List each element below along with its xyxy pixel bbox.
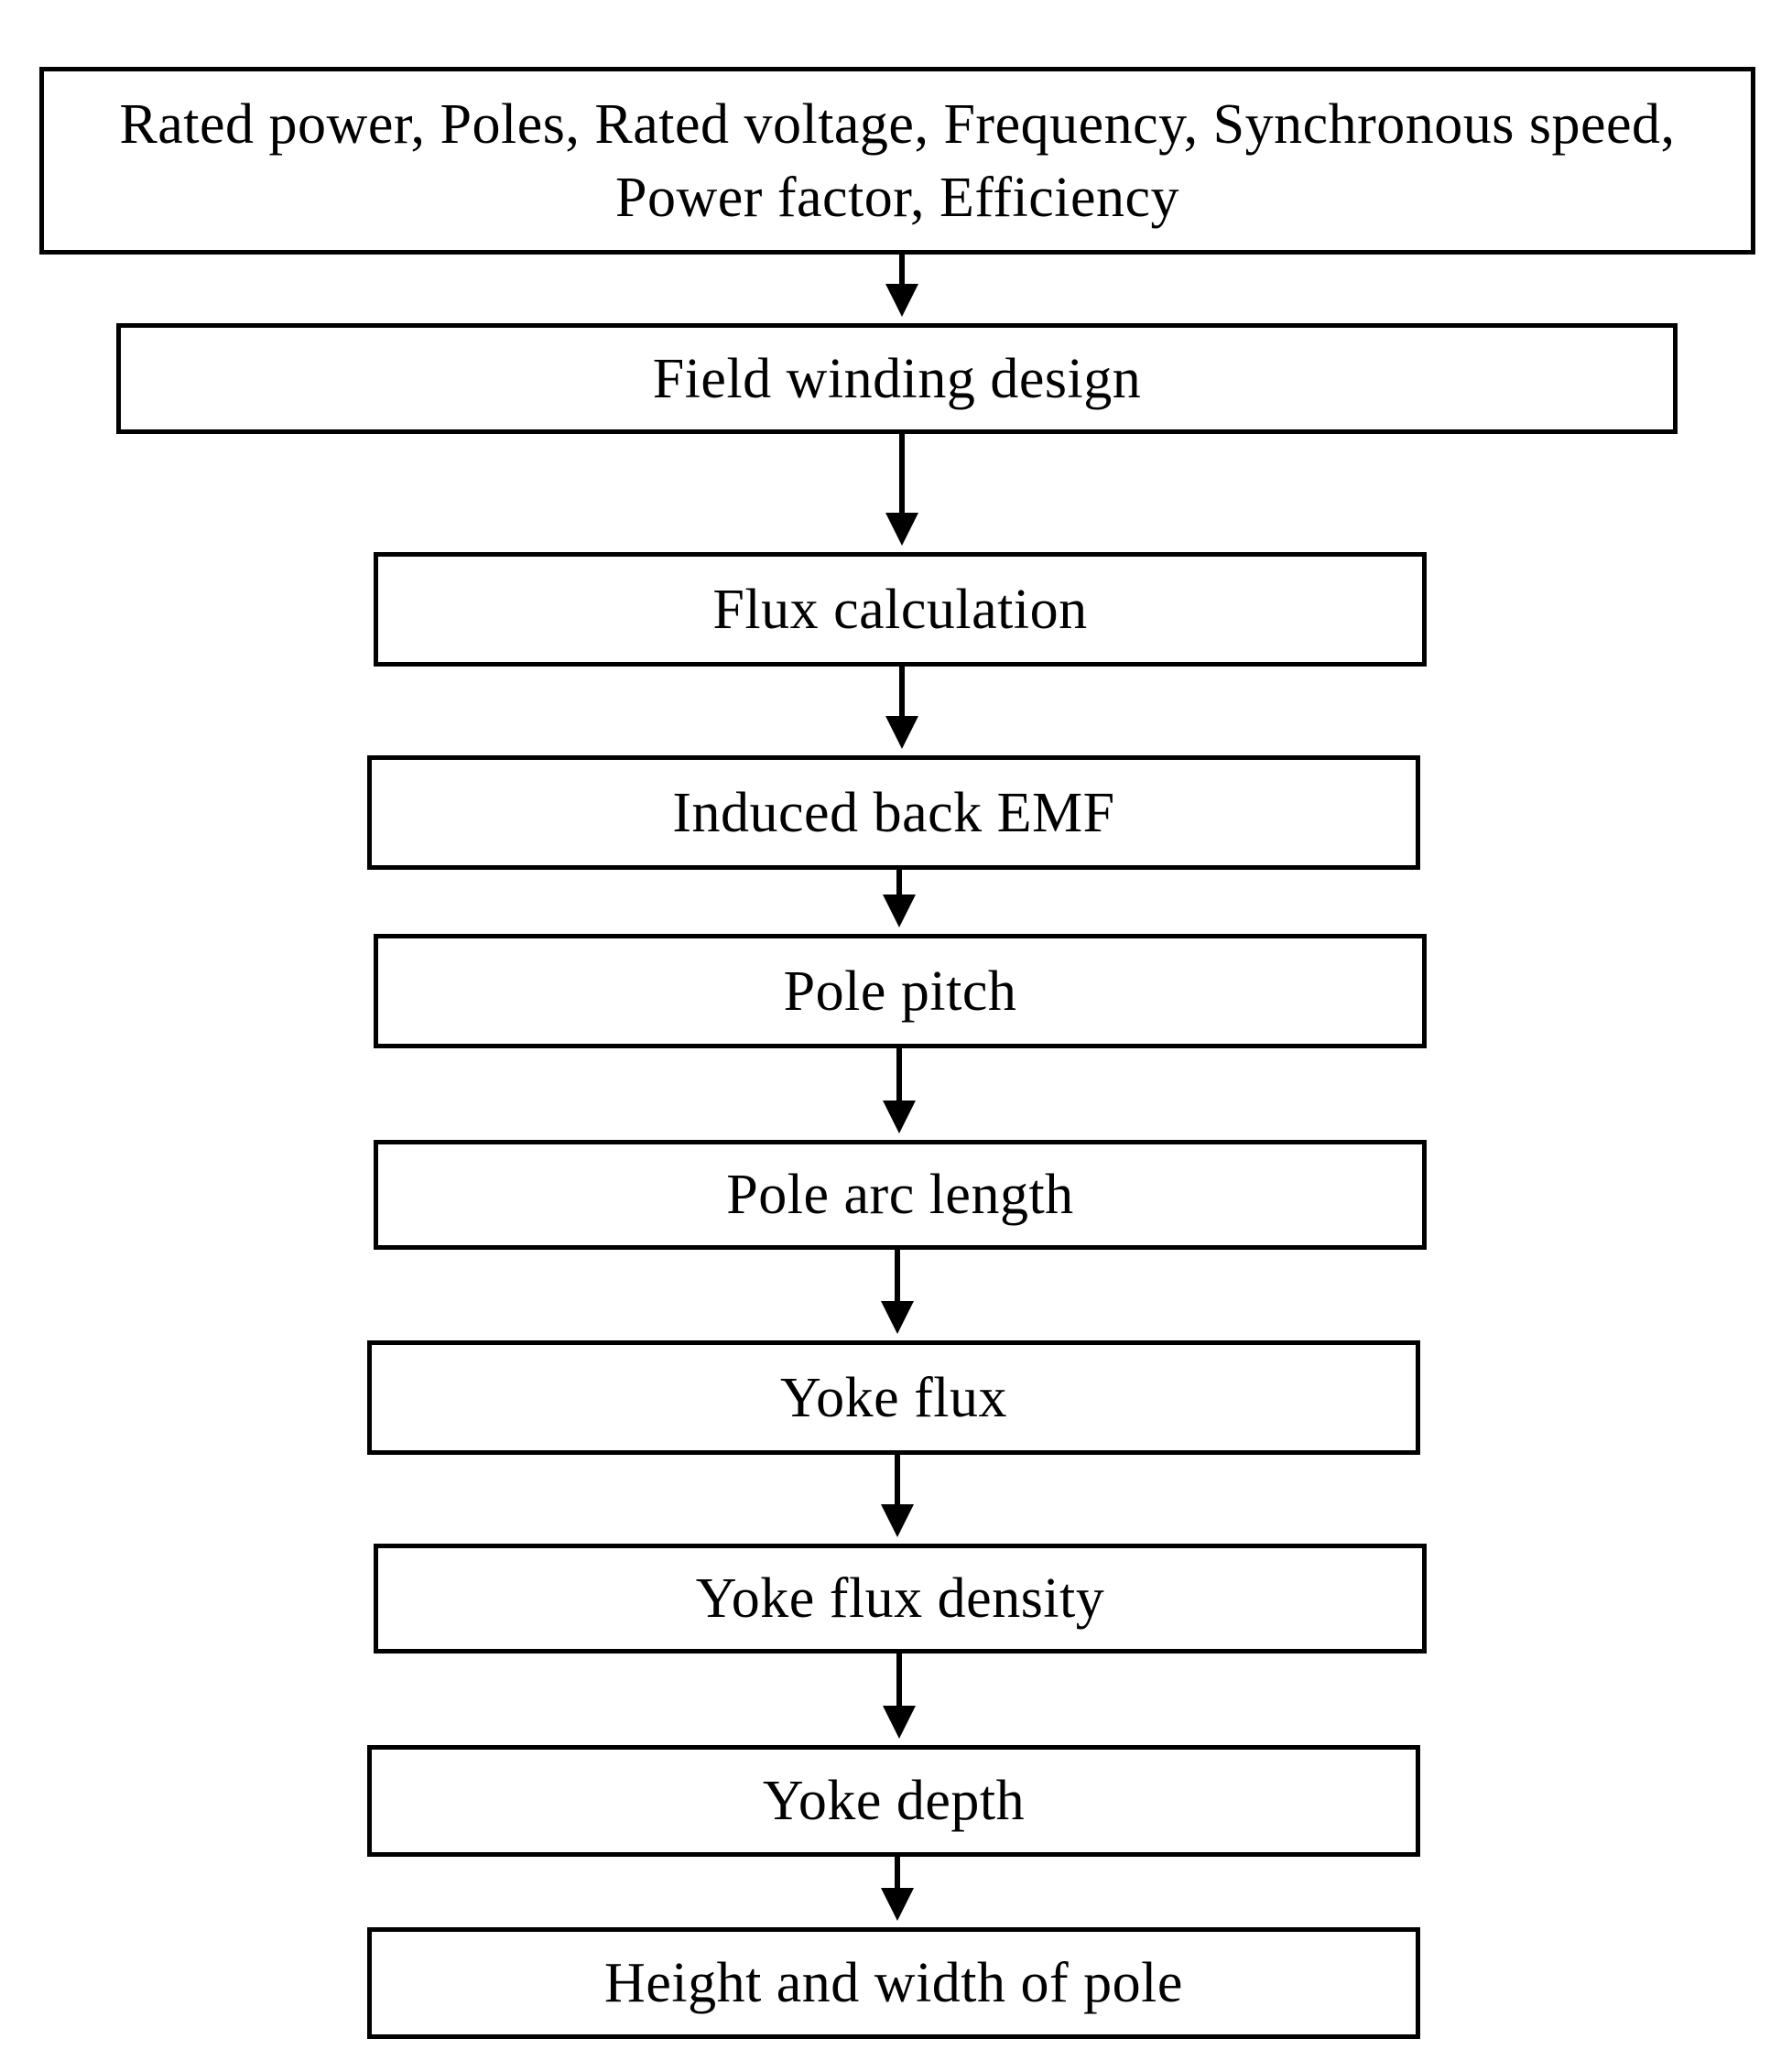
step-pole-pitch-label: Pole pitch	[783, 960, 1017, 1023]
step-field-winding-design-label: Field winding design	[652, 347, 1142, 410]
step-inputs-box: Rated power, Poles, Rated voltage, Frequ…	[39, 67, 1755, 255]
step-flux-calculation-label: Flux calculation	[712, 578, 1088, 641]
step-inputs-label: Rated power, Poles, Rated voltage, Frequ…	[119, 92, 1676, 229]
step-yoke-flux-label: Yoke flux	[780, 1366, 1007, 1429]
step-flux-calculation-box: Flux calculation	[374, 552, 1427, 667]
step-induced-back-emf-box: Induced back EMF	[367, 755, 1420, 870]
step-yoke-flux-density-label: Yoke flux density	[695, 1567, 1105, 1630]
step-induced-back-emf-label: Induced back EMF	[672, 781, 1115, 844]
step-field-winding-design-box: Field winding design	[116, 323, 1678, 434]
step-yoke-depth-box: Yoke depth	[367, 1745, 1420, 1857]
step-height-and-width-of-pole-label: Height and width of pole	[604, 1952, 1183, 2014]
step-yoke-depth-label: Yoke depth	[762, 1770, 1026, 1832]
step-pole-arc-length-label: Pole arc length	[726, 1164, 1074, 1226]
step-pole-pitch-box: Pole pitch	[374, 934, 1427, 1048]
step-yoke-flux-density-box: Yoke flux density	[374, 1544, 1427, 1654]
step-yoke-flux-box: Yoke flux	[367, 1340, 1420, 1455]
step-pole-arc-length-box: Pole arc length	[374, 1140, 1427, 1250]
step-height-and-width-of-pole-box: Height and width of pole	[367, 1927, 1420, 2039]
